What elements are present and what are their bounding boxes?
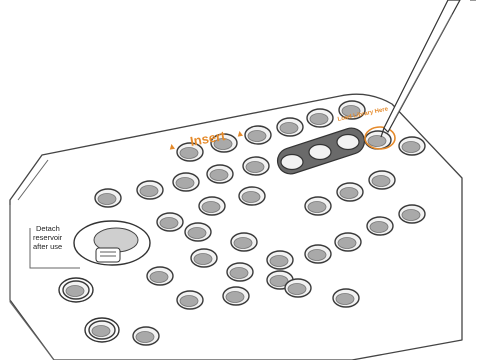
well — [245, 126, 271, 144]
well — [177, 291, 203, 309]
well — [133, 327, 159, 345]
well — [399, 137, 425, 155]
well — [185, 223, 211, 241]
strip-well — [309, 145, 331, 160]
reservoir-icon[interactable] — [74, 221, 150, 265]
well — [369, 171, 395, 189]
well — [223, 287, 249, 305]
well — [239, 187, 265, 205]
well — [243, 157, 269, 175]
insert-arrow-left: ▲ — [167, 141, 178, 152]
well — [333, 289, 359, 307]
detach-label-line3: after use — [33, 242, 62, 251]
well — [157, 213, 183, 231]
well — [95, 189, 121, 207]
well — [277, 118, 303, 136]
well — [227, 263, 253, 281]
well — [89, 321, 115, 339]
well — [337, 183, 363, 201]
strip-well — [281, 155, 303, 170]
well — [285, 279, 311, 297]
well — [367, 217, 393, 235]
well — [199, 197, 225, 215]
well — [147, 267, 173, 285]
well — [307, 109, 333, 127]
detach-label-line2: reservoir — [33, 233, 63, 242]
well — [207, 165, 233, 183]
cartridge-left-edge — [18, 160, 48, 200]
strip-well — [337, 135, 359, 150]
well — [137, 181, 163, 199]
well — [305, 197, 331, 215]
detach-label-line1: Detach — [36, 224, 60, 233]
insert-arrow-right: ▲ — [235, 128, 246, 139]
well — [231, 233, 257, 251]
well — [399, 205, 425, 223]
well — [191, 249, 217, 267]
pipette-icon[interactable] — [381, 0, 476, 137]
well — [335, 233, 361, 251]
well — [267, 251, 293, 269]
well — [173, 173, 199, 191]
well — [63, 281, 89, 299]
well — [305, 245, 331, 263]
